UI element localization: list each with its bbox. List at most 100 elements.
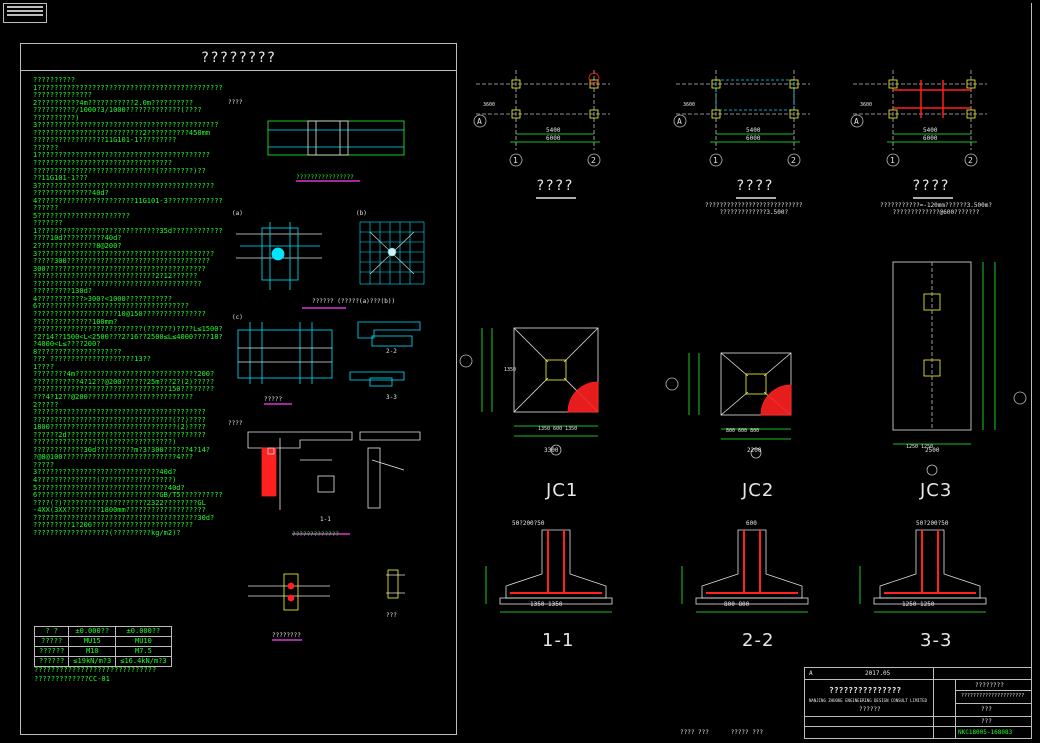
column-mark: [745, 373, 767, 395]
note-line: 1800??????????????????????????????(2)???…: [33, 423, 206, 432]
grid-bubble: [926, 464, 938, 476]
section-base-dim: 800 800: [724, 601, 750, 608]
table-cell: ??????: [33, 656, 70, 667]
signature-cell: ???? ???: [680, 729, 709, 736]
note-line: ?????????????????????????????????: [33, 159, 173, 168]
grid-label: A: [854, 117, 859, 126]
grid-bubble: [509, 153, 523, 167]
right-frame-line: [1031, 3, 1032, 667]
plan-note: ???????????=-120mm??????3.500m??????????…: [880, 202, 992, 216]
table-header-cell: ? ?: [33, 626, 70, 637]
detail-caption: ?????: [264, 396, 283, 403]
column-mark: [888, 109, 898, 119]
detail-title: ????: [228, 420, 243, 427]
notes-footer-line: ?????????????????????????????: [34, 666, 157, 674]
footing-title: JC1: [546, 480, 579, 501]
section-outline: [505, 529, 607, 599]
note-line: ?4000<L≤????200?: [33, 340, 101, 349]
column-mark: [511, 109, 521, 119]
logo-block: [3, 3, 47, 23]
slope-line: [563, 327, 599, 363]
notes-title: ????????: [200, 50, 277, 66]
note-line: ??????????????40d?: [33, 189, 109, 198]
bedding-layer: [695, 597, 809, 605]
note-line: ?????????????????????????????2?12??????: [33, 272, 198, 281]
footing-overall-dim: 3300: [544, 447, 559, 454]
column-mark: [711, 79, 721, 89]
plan-title: ????: [536, 178, 574, 194]
footing-sections: [485, 529, 987, 613]
table-cell: ≤16.4kN/m?3: [115, 656, 172, 667]
column-mark: [711, 109, 721, 119]
footing-overall-dim: 2500: [925, 447, 940, 454]
note-line: 2??????????4m???????????2.0m??????????: [33, 98, 194, 107]
note-line: ??????????): [33, 113, 80, 122]
note-line: 8????????????????????: [33, 347, 122, 356]
dim-text: 3600: [860, 102, 872, 108]
drawing-name: ??????: [859, 706, 881, 713]
table-row: ?????? ≤19kN/m?3 ≤16.4kN/m?3: [33, 656, 172, 667]
section-top-dim: 600: [746, 520, 757, 527]
column-mark: [789, 109, 799, 119]
notes-text-block: ??????????1?????????????????????????????…: [33, 77, 223, 537]
sheet-number: ???: [981, 706, 992, 713]
note-line: 5??????????????????????: [33, 211, 130, 220]
section-top-dim: 50?200?50: [916, 520, 949, 527]
note-line: ????????????????????????????????????????…: [33, 408, 206, 417]
dim-text: 5400: [923, 127, 938, 134]
note-line: ????????????????????10@150??????????????…: [33, 309, 206, 318]
grid-label: A: [477, 117, 482, 126]
note-line: ??????: [33, 204, 59, 213]
rebar-hatch: [760, 384, 792, 416]
grid-label: 2: [968, 156, 973, 165]
grid-bubble: [1013, 391, 1027, 405]
note-line: 6?????????????????????????????GB/T5?????…: [33, 491, 223, 500]
grid-bubble: [964, 153, 978, 167]
slope-line: [513, 327, 549, 363]
table-cell: M7.5: [115, 646, 172, 657]
notes-footer-line: ?????????????CC-01: [34, 675, 110, 683]
section-title: 1-1: [542, 630, 575, 651]
dim-text: 5400: [746, 127, 761, 134]
table-cell: ??????: [33, 646, 70, 657]
section-title: 2-2: [742, 630, 775, 651]
plan-note: ????????????????????????????????????????…: [705, 202, 803, 216]
footing-title: JC2: [742, 480, 775, 501]
grid-bubble: [459, 354, 473, 368]
note-line: ????????????????????????????????????????: [33, 279, 202, 288]
rebar-hatch: [567, 381, 599, 413]
note-line: ????(?)????????????????????2322????????G…: [33, 498, 206, 507]
grid-bubble: [886, 153, 900, 167]
grid-label: 1: [713, 156, 718, 165]
revision-date: 2017.05: [865, 670, 891, 677]
note-line: ?????????????????????????????(????????)?…: [33, 166, 206, 175]
note-line: ?2?14??1500<L<2500???2?16??2500≤L≤4000??…: [33, 332, 223, 341]
note-line: 1???????????????????????????????????????…: [33, 151, 211, 160]
section-base-dim: 1250 1250: [902, 601, 935, 608]
section-title: 3-3: [920, 630, 953, 651]
section-label: 3-3: [386, 394, 397, 401]
detail-caption: ?????? (?????(a)???(b)): [312, 298, 396, 305]
note-line: 1???????????????????????????????????????…: [33, 83, 223, 92]
signature-row: ???? ??? ????? ???: [680, 729, 763, 736]
note-line: ????10d??????????40d?: [33, 234, 122, 243]
slope-line: [720, 352, 749, 377]
grid-bubble: [787, 153, 801, 167]
footing-section: [859, 529, 987, 613]
dim-text: 800 600 800: [726, 428, 759, 434]
slope-line: [763, 352, 792, 377]
slope-line: [563, 377, 599, 413]
note-line: ??? ????????????????????13??: [33, 355, 152, 364]
note-line: ??????????????100mm?: [33, 317, 118, 326]
note-line: ??????????/1000?3/1000?????????????(????: [33, 106, 202, 115]
section-outline: [879, 529, 981, 599]
column-mark: [923, 359, 941, 377]
note-line: 1?????????????????????????????35d???????…: [33, 226, 223, 235]
table-cell: M10: [68, 646, 117, 657]
dim-text: 6000: [923, 135, 938, 142]
slab-outline: [715, 79, 795, 111]
note-line: ??????????????: [33, 91, 93, 100]
note-line: ?????????????????11G101-1?????????: [33, 136, 177, 145]
note-line: 300?????????????????????????????????????…: [33, 264, 206, 273]
